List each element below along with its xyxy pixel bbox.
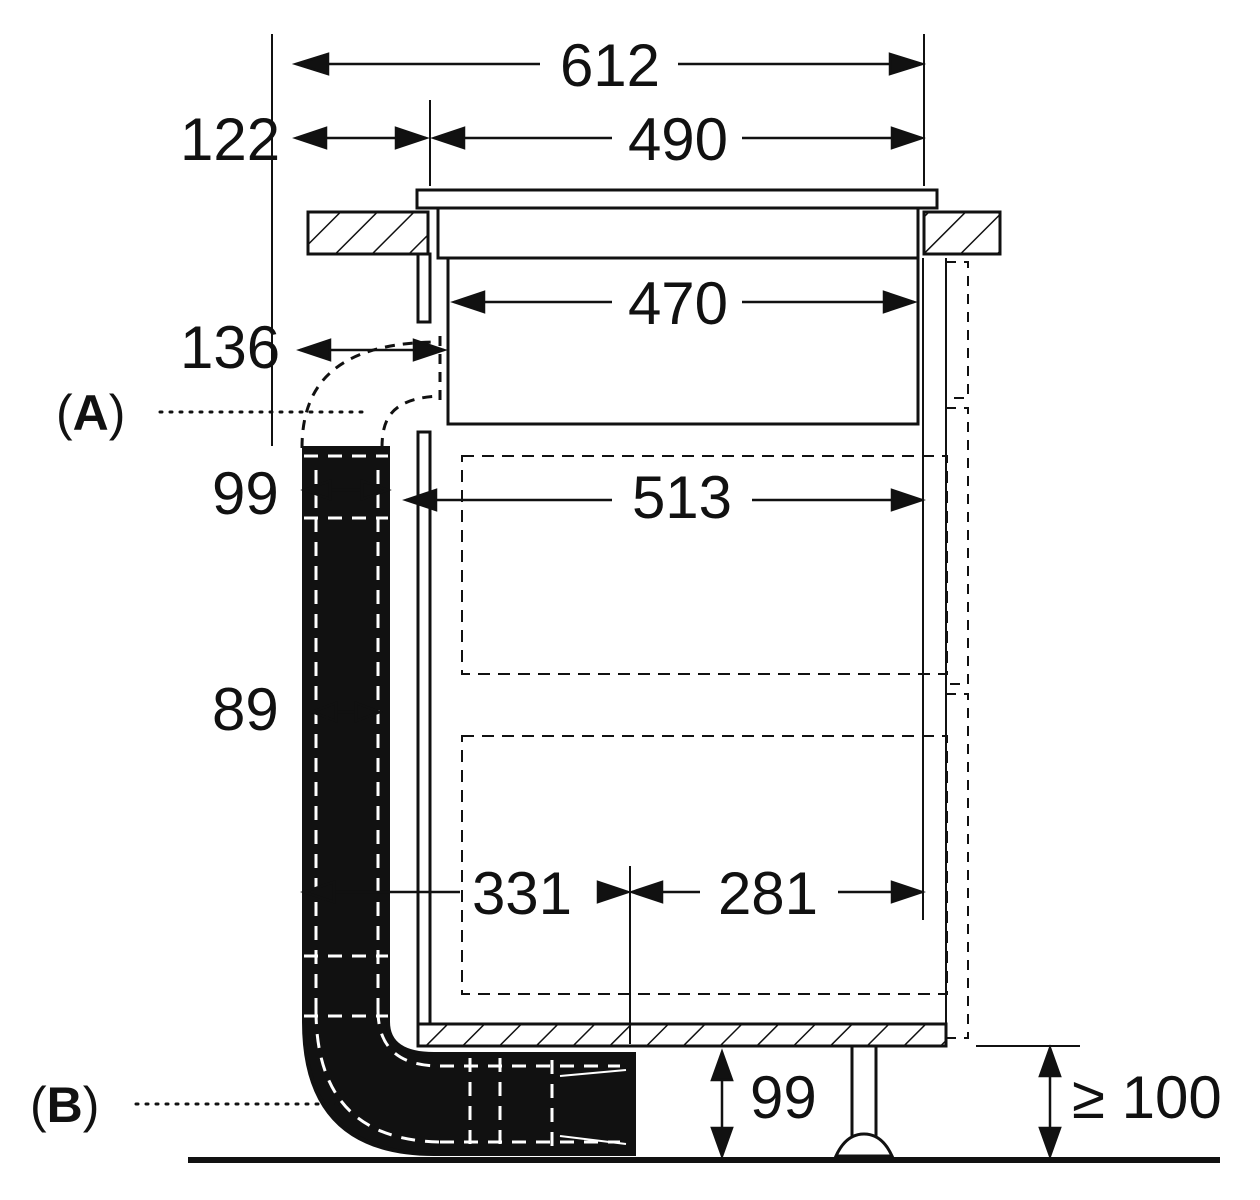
leader-lines — [134, 410, 368, 1106]
dim-331: 331 — [472, 860, 572, 927]
cabinet-back-wall — [922, 258, 947, 1040]
callout-b: (B) — [30, 1077, 99, 1133]
callout-b-close: ) — [83, 1077, 100, 1133]
cabinet-front-panel — [416, 252, 432, 1026]
dim-281: 281 — [718, 860, 818, 927]
extension-lines — [271, 34, 925, 1044]
duct-pipe — [302, 446, 636, 1156]
callout-a-open: ( — [56, 385, 73, 441]
dim-ge-100: ≥ 100 — [1072, 1064, 1222, 1131]
dimension-arrows — [291, 52, 1062, 1160]
drawer-outlines — [461, 455, 948, 995]
callout-b-open: ( — [30, 1077, 47, 1133]
callout-a-letter: A — [73, 385, 109, 441]
dim-490: 490 — [628, 106, 728, 173]
dim-122: 122 — [180, 106, 280, 173]
callout-b-letter: B — [47, 1077, 83, 1133]
dim-99-duct: 99 — [212, 460, 279, 527]
internal-duct-path — [300, 336, 442, 449]
cabinet-base — [416, 1022, 948, 1048]
hob-unit — [415, 188, 939, 426]
dim-470: 470 — [628, 270, 728, 337]
dim-136: 136 — [180, 314, 280, 381]
dim-89: 89 — [212, 676, 279, 743]
cabinet-leg — [833, 1044, 895, 1158]
cabinet-door-outline — [946, 261, 969, 1039]
dim-513: 513 — [632, 464, 732, 531]
callout-a-close: ) — [109, 385, 126, 441]
dim-99-plinth: 99 — [750, 1064, 817, 1131]
dimension-labels: 612 122 490 470 136 99 513 89 331 281 99… — [180, 32, 1222, 1131]
worktop — [306, 210, 1002, 256]
dim-612: 612 — [560, 32, 660, 99]
callout-a: (A) — [56, 385, 125, 441]
